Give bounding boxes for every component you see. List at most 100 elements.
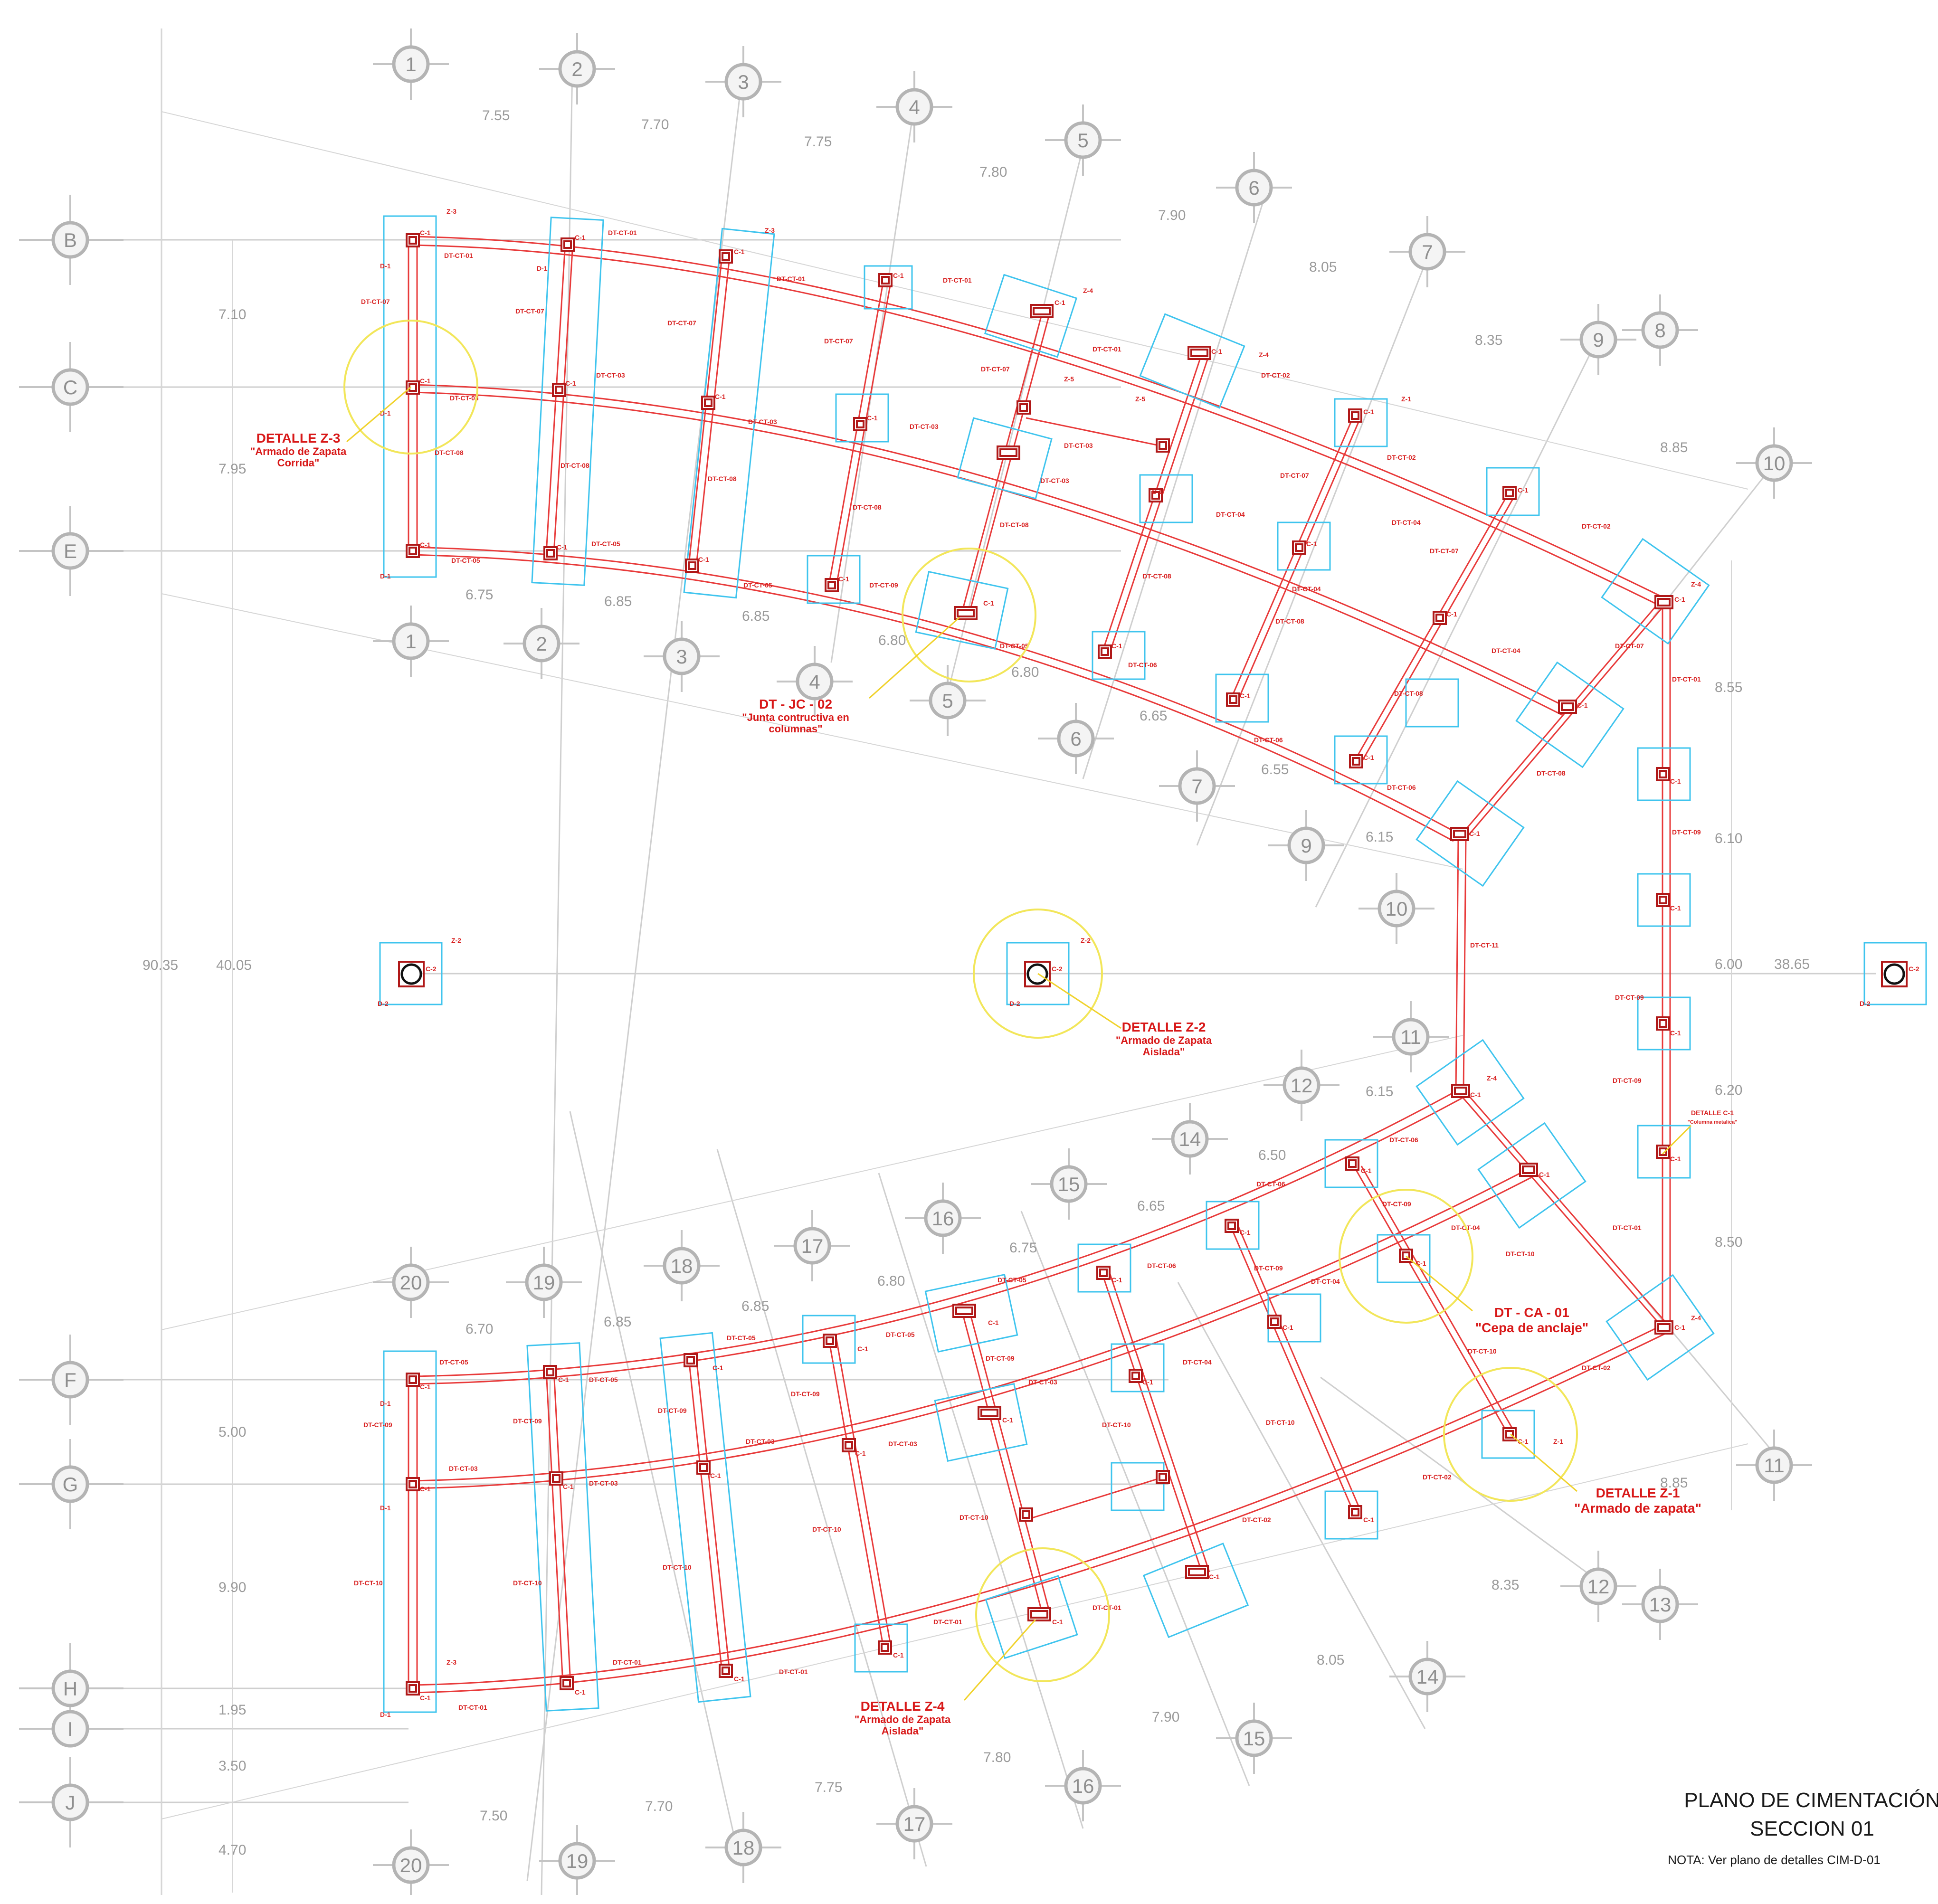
column-marker bbox=[701, 396, 715, 410]
callout-z4-sub: Aislada" bbox=[882, 1725, 924, 1737]
detail-ref: DT-CT-01 bbox=[1672, 675, 1701, 683]
column-marker bbox=[1348, 1505, 1362, 1519]
detail-ref: DT-CT-05 bbox=[591, 540, 620, 548]
svg-text:9: 9 bbox=[1301, 834, 1311, 857]
axis-bubble-17c: 17 bbox=[876, 1788, 952, 1859]
axis-bubble-2b: 2 bbox=[504, 608, 580, 679]
axis-bubble-4b: 4 bbox=[777, 646, 853, 717]
dimension-upper-row: 6.80 bbox=[1011, 664, 1039, 680]
round-column-tag: C-2 bbox=[1909, 965, 1919, 973]
detail-ref: DT-CT-09 bbox=[986, 1355, 1015, 1362]
detail-ref: DT-CT-07 bbox=[1430, 547, 1459, 555]
column-marker bbox=[1349, 754, 1363, 768]
column-marker bbox=[549, 1471, 563, 1486]
detail-ref: DT-CT-05 bbox=[998, 1276, 1026, 1284]
detail-ref: DT-CT-01 bbox=[933, 1618, 962, 1626]
detail-ref: DT-CT-02 bbox=[1261, 371, 1290, 379]
callout-z4-sub: "Armado de Zapata bbox=[855, 1714, 951, 1725]
detail-ref: DT-CT-10 bbox=[513, 1579, 542, 1587]
column-marker bbox=[978, 1406, 1001, 1420]
zapata-tag: Z-5 bbox=[1064, 375, 1074, 383]
callout-z3-title: DETALLE Z-3 bbox=[256, 431, 341, 445]
detail-ref: DT-CT-07 bbox=[981, 365, 1010, 373]
column-tag: C-1 bbox=[1674, 1324, 1685, 1331]
column-tag: C-1 bbox=[420, 1694, 431, 1702]
svg-text:4: 4 bbox=[909, 96, 920, 118]
column-tag: C-1 bbox=[1152, 488, 1163, 495]
column-tag: C-1 bbox=[734, 1675, 745, 1683]
element-tags: C-1 D-1 Z-3 C-1 D-1 C-1 Z-3 C-1 C-1 Z-4 … bbox=[378, 208, 1919, 1718]
column-marker bbox=[1096, 1266, 1111, 1280]
zapata-tag: Z-1 bbox=[1401, 395, 1411, 403]
die-tag: D-1 bbox=[380, 1400, 391, 1407]
column-tag: C-1 bbox=[1470, 1091, 1481, 1099]
detail-ref: DT-CT-05 bbox=[886, 1331, 915, 1338]
axis-bubble-16c: 16 bbox=[1045, 1750, 1121, 1821]
axis-bubble-J: J bbox=[19, 1757, 124, 1847]
column-marker bbox=[1348, 408, 1362, 423]
column-marker bbox=[1558, 700, 1577, 714]
zapata-tag: Z-3 bbox=[446, 208, 456, 215]
detail-ref: DT-CT-10 bbox=[354, 1579, 383, 1587]
svg-text:1: 1 bbox=[405, 630, 416, 653]
dimension-upper-row: 6.80 bbox=[878, 633, 906, 648]
detail-ref: DT-CT-05 bbox=[727, 1334, 756, 1342]
detail-ref: DT-CT-08 bbox=[1537, 769, 1566, 777]
detail-callouts: DETALLE Z-3 "Armado de Zapata Corrida" D… bbox=[250, 320, 1737, 1737]
detail-ref: DT-CT-01 bbox=[1092, 345, 1121, 353]
svg-text:G: G bbox=[63, 1473, 78, 1496]
detail-ref: DT-CT-01 bbox=[1092, 1604, 1121, 1611]
detail-ref: DT-CT-07 bbox=[515, 307, 544, 315]
column-marker bbox=[406, 1373, 420, 1387]
dimension-right: 6.10 bbox=[1715, 831, 1742, 846]
column-marker bbox=[1656, 1145, 1670, 1159]
column-marker bbox=[696, 1460, 711, 1475]
column-tag: C-1 bbox=[558, 1376, 569, 1383]
axis-bubble-14b: 14 bbox=[1152, 1103, 1228, 1175]
column-tag: C-1 bbox=[575, 234, 586, 241]
detail-ref: DT-CT-10 bbox=[1102, 1421, 1131, 1429]
detail-ref: DT-CT-03 bbox=[596, 371, 625, 379]
axis-bubble-11b: 11 bbox=[1373, 1001, 1449, 1072]
plan-note: NOTA: Ver plano de detalles CIM-D-01 bbox=[1668, 1853, 1880, 1867]
column-tag: C-1 bbox=[420, 541, 431, 549]
detail-ref: DT-CT-10 bbox=[812, 1525, 841, 1533]
column-marker bbox=[997, 445, 1020, 460]
dimension-left: 3.50 bbox=[218, 1758, 246, 1774]
svg-text:7: 7 bbox=[1422, 241, 1433, 263]
die-tag: D-1 bbox=[380, 1504, 391, 1512]
svg-text:3: 3 bbox=[676, 645, 687, 668]
column-marker bbox=[1185, 1565, 1209, 1579]
axis-bubble-3: 3 bbox=[705, 46, 781, 117]
svg-text:17: 17 bbox=[903, 1813, 926, 1835]
dimension-bottom: 7.90 bbox=[1152, 1709, 1179, 1725]
detail-ref: DT-CT-10 bbox=[1266, 1419, 1295, 1426]
detail-ref: DT-CT-07 bbox=[667, 319, 696, 327]
column-marker bbox=[1149, 488, 1163, 502]
column-marker bbox=[684, 1353, 698, 1367]
callout-z3-sub: "Armado de Zapata bbox=[250, 445, 347, 457]
axis-bubble-14c: 14 bbox=[1389, 1641, 1465, 1712]
column-marker bbox=[1654, 1320, 1673, 1335]
zapata-tag: Z-4 bbox=[1083, 287, 1093, 294]
axis-bubble-E: E bbox=[19, 506, 124, 596]
dimension-upper-row: 6.55 bbox=[1261, 762, 1289, 777]
column-tag: C-1 bbox=[734, 248, 745, 256]
column-tag: C-1 bbox=[1112, 1276, 1122, 1284]
detail-ref: DT-CT-03 bbox=[910, 423, 939, 430]
detail-ref: DT-CT-07 bbox=[1615, 642, 1644, 650]
dimension-bottom: 7.80 bbox=[983, 1750, 1011, 1765]
round-die-tag: D-2 bbox=[378, 1000, 389, 1007]
column-marker bbox=[823, 1334, 837, 1348]
beam-row-c bbox=[412, 384, 1568, 709]
detail-ref: DT-CT-07 bbox=[1280, 472, 1309, 479]
svg-text:18: 18 bbox=[671, 1255, 693, 1277]
zapata-tag: Z-2 bbox=[451, 937, 461, 944]
dimension-lower-row: 6.50 bbox=[1258, 1147, 1286, 1163]
column-tag: C-1 bbox=[988, 1319, 999, 1326]
column-tag: C-1 bbox=[1670, 904, 1681, 912]
svg-text:18: 18 bbox=[732, 1837, 755, 1859]
detail-ref: DT-CT-08 bbox=[708, 475, 737, 483]
columns bbox=[398, 233, 1908, 1696]
column-tag: C-1 bbox=[1240, 692, 1251, 700]
